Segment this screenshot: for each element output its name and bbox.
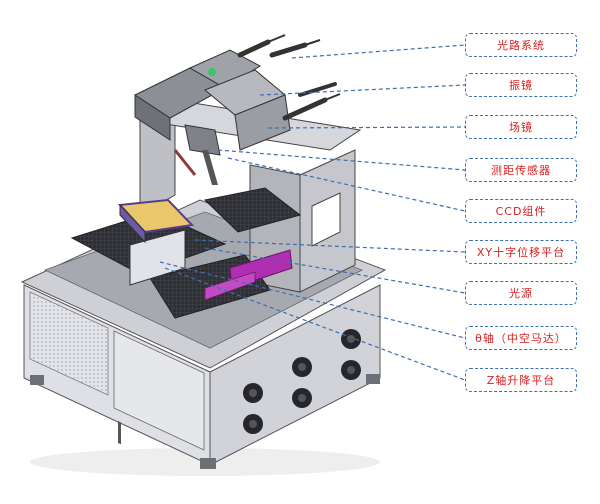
- leader-line: [217, 149, 466, 171]
- callout-label: Z轴升降平台: [486, 374, 556, 387]
- leader-line: [259, 84, 466, 96]
- door-handle: [118, 421, 121, 445]
- right-plate: [203, 187, 302, 233]
- callout-label: 光路系统: [497, 39, 545, 52]
- callout-distance-sensor: 测距传感器: [465, 158, 577, 182]
- leader-line: [291, 44, 466, 59]
- magenta-rail: [204, 271, 256, 301]
- leader-line: [204, 247, 466, 294]
- callout-label: 测距传感器: [491, 164, 551, 177]
- callout-optical-path-system: 光路系统: [465, 33, 577, 57]
- leader-line: [194, 239, 466, 253]
- cabinet-door: [113, 330, 205, 451]
- callout-z-lift-stage: Z轴升降平台: [465, 368, 577, 392]
- callout-light-source: 光源: [465, 281, 577, 305]
- cable-icon: [173, 149, 197, 176]
- callout-ccd-assembly: CCD组件: [465, 199, 577, 223]
- leader-line: [267, 126, 466, 129]
- callout-xy-stage: XY十字位移平台: [465, 240, 577, 264]
- rotary-axis: [129, 229, 186, 286]
- callout-label: θ轴（中空马达）: [475, 332, 567, 345]
- xy-stage: [70, 187, 302, 319]
- fan-icon: [243, 329, 361, 434]
- callout-label: XY十字位移平台: [476, 246, 566, 259]
- light-source-panel: [117, 198, 195, 244]
- laser-head-icon: [237, 34, 341, 121]
- callout-label: 光源: [509, 287, 533, 300]
- callout-field-lens: 场镜: [465, 115, 577, 139]
- callout-label: CCD组件: [495, 205, 547, 218]
- foot: [200, 458, 216, 469]
- optical-head: [133, 34, 341, 185]
- indicator-light: [208, 68, 216, 76]
- frame-window: [311, 192, 341, 247]
- callout-theta-axis: θ轴（中空马达）: [465, 326, 577, 350]
- leader-line: [164, 267, 466, 381]
- leader-line: [227, 157, 466, 212]
- leader-lines: [159, 44, 466, 381]
- vent-grille: [29, 291, 109, 396]
- foot: [366, 374, 380, 384]
- leader-line: [159, 261, 466, 339]
- callout-label: 振镜: [509, 79, 533, 92]
- foot: [30, 375, 44, 385]
- callout-label: 场镜: [509, 121, 533, 134]
- callout-galvanometer: 振镜: [465, 73, 577, 97]
